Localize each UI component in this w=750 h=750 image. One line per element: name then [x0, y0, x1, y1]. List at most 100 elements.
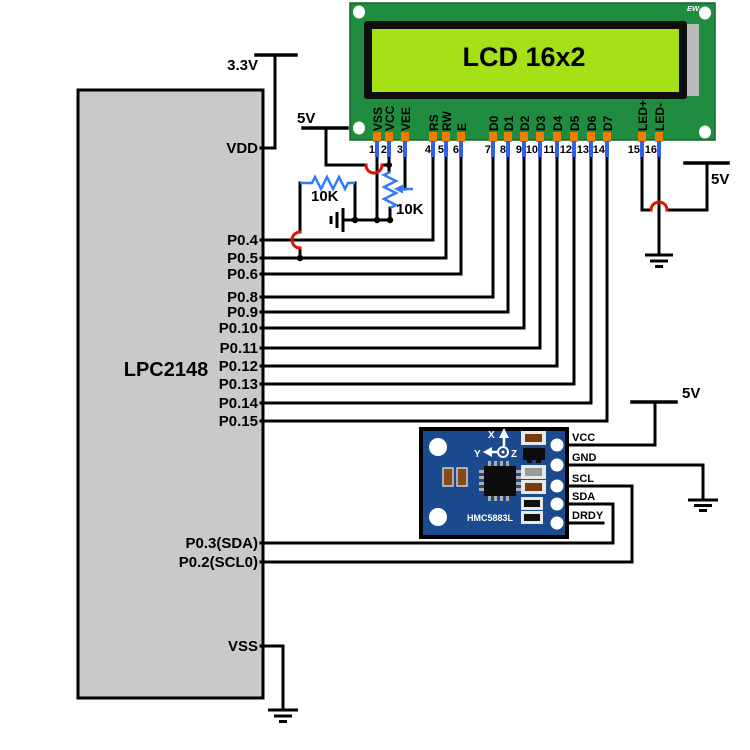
lcd-pad: [457, 132, 465, 142]
hop-5v-over-vss: [364, 163, 384, 175]
mcu-pin-p013: P0.13: [219, 376, 258, 393]
lcd-pin-number: 9: [516, 144, 522, 156]
wire-vdd-3v3: [259, 53, 277, 150]
lcd-pin-label: D0: [487, 115, 501, 131]
wire-mcu-vss-gnd: [259, 644, 285, 712]
pot-wiper-arrow: [394, 184, 403, 194]
junction-r1-p05: [296, 254, 304, 262]
module-pin-hole: [550, 497, 564, 511]
lcd-stub: [375, 141, 379, 157]
lcd-pin-number: 5: [438, 144, 444, 156]
mcu-pin-p011: P0.11: [220, 340, 258, 357]
axis-x-arrow-icon: [499, 428, 509, 438]
lcd-pin-label: D4: [551, 115, 565, 131]
resistor-10k-label: 10K: [311, 188, 339, 205]
lcd-pin-number: 16: [645, 144, 657, 156]
lcd-stub: [605, 141, 609, 157]
ground-symbol-module: [688, 498, 718, 512]
mcu-pin-vdd: VDD: [226, 140, 258, 157]
wire-p013-d5: [259, 153, 576, 386]
wire-p010-d2: [259, 153, 526, 330]
lcd-pin-number: 4: [425, 144, 432, 156]
axis-z-label: Z: [511, 449, 517, 460]
ground-symbol-backlight: [645, 253, 673, 268]
lcd-pin-label: LED-: [653, 103, 667, 131]
lcd-hole-tr: [699, 6, 711, 20]
lcd-pin-number: 10: [526, 144, 538, 156]
wire-ledplus-5v: [640, 153, 709, 212]
wire-p014-d6: [259, 153, 593, 405]
mcu-pin-p02scl0: P0.2(SCL0): [179, 554, 258, 571]
module-pin-gnd: GND: [572, 452, 597, 464]
wires: [254, 53, 730, 712]
module-resistor: [456, 467, 468, 487]
axis-indicator: X Y Z: [474, 428, 517, 460]
axis-z-circle-icon: [497, 446, 509, 458]
module-pin-labels: VCC GND SCL SDA DRDY: [572, 432, 604, 522]
module-ic-chip: [479, 461, 521, 501]
lcd-contrast-strip: [687, 24, 699, 96]
resistor-10k-pulldown: 10K: [300, 174, 355, 205]
lcd-pad: [520, 132, 528, 142]
mcu-body: [76, 88, 265, 700]
label-5v-lcd: 5V: [297, 110, 315, 127]
lcd-stub: [387, 141, 391, 157]
mcu-pin-p015: P0.15: [219, 413, 258, 430]
pot-zigzag: [381, 170, 399, 210]
module-transistor: [523, 448, 545, 460]
lcd-stub: [444, 141, 448, 157]
mcu-pin-p010: P0.10: [219, 320, 258, 337]
wire-p06-e: [259, 153, 463, 276]
compass-module: X Y Z: [419, 427, 604, 539]
lcd-stub: [589, 141, 593, 157]
lcd-module: EW LCD 16x2: [349, 2, 716, 157]
lcd-stub: [491, 141, 495, 157]
lcd-pad: [442, 132, 450, 142]
lcd-pin-label: D5: [568, 115, 582, 131]
lcd-stub: [506, 141, 510, 157]
ground-symbols: [268, 208, 718, 723]
module-hole-top: [429, 438, 447, 456]
label-5v-backlight: 5V: [711, 171, 729, 188]
module-hole-bottom: [429, 508, 447, 526]
wire-p05-rw: [259, 153, 448, 260]
module-passives: [442, 431, 546, 524]
resistor-zigzag: [300, 174, 355, 192]
lcd-pin-label: D7: [601, 115, 615, 131]
axis-y-label: Y: [474, 449, 481, 460]
lcd-pin-number: 11: [543, 144, 555, 156]
wire-p08-d0: [259, 153, 495, 299]
lcd-stub: [657, 141, 661, 157]
module-pin-vcc: VCC: [572, 432, 595, 444]
lcd-pin-label: RW: [440, 111, 454, 131]
mcu-pin-p03sda: P0.3(SDA): [185, 535, 258, 552]
lcd-pad: [373, 132, 381, 142]
lcd-stub: [538, 141, 542, 157]
module-pin-drdy: DRDY: [572, 510, 604, 522]
lcd-pin-number: 6: [453, 144, 459, 156]
lcd-screen: [372, 29, 679, 92]
lcd-pad: [655, 132, 663, 142]
hop-ledplus-over-ledminus: [649, 200, 669, 212]
lcd-pad: [385, 132, 393, 142]
lcd-pin-number: 8: [500, 144, 506, 156]
lcd-pin-label: LED+: [636, 100, 650, 131]
lcd-pin-label: VEE: [399, 107, 413, 131]
lcd-hole-br: [699, 125, 711, 139]
lcd-pad: [401, 132, 409, 142]
ground-symbol-mcu: [268, 708, 298, 723]
label-5v-module: 5V: [682, 385, 700, 402]
lcd-pin-number: 7: [485, 144, 491, 156]
axis-y-arrow-icon: [483, 447, 492, 457]
mcu-block: LPC2148 VDD P0.4 P0.5 P0.6 P0.8 P0.9 P0.…: [76, 88, 265, 700]
axis-x-label: X: [488, 430, 495, 441]
mcu-pin-p06: P0.6: [227, 266, 258, 283]
module-pin-holes: [550, 438, 564, 530]
module-pin-scl: SCL: [572, 473, 594, 485]
lcd-stub: [640, 141, 644, 157]
mcu-pin-p014: P0.14: [219, 395, 259, 412]
module-name: HMC5883L: [467, 513, 514, 523]
lcd-stub: [431, 141, 435, 157]
lcd-pin-numbers: 1 2 3 4 5 6 7 8 9 10 11 12 13 14 15 16: [369, 144, 657, 156]
junction-pot-gnd: [386, 216, 394, 224]
